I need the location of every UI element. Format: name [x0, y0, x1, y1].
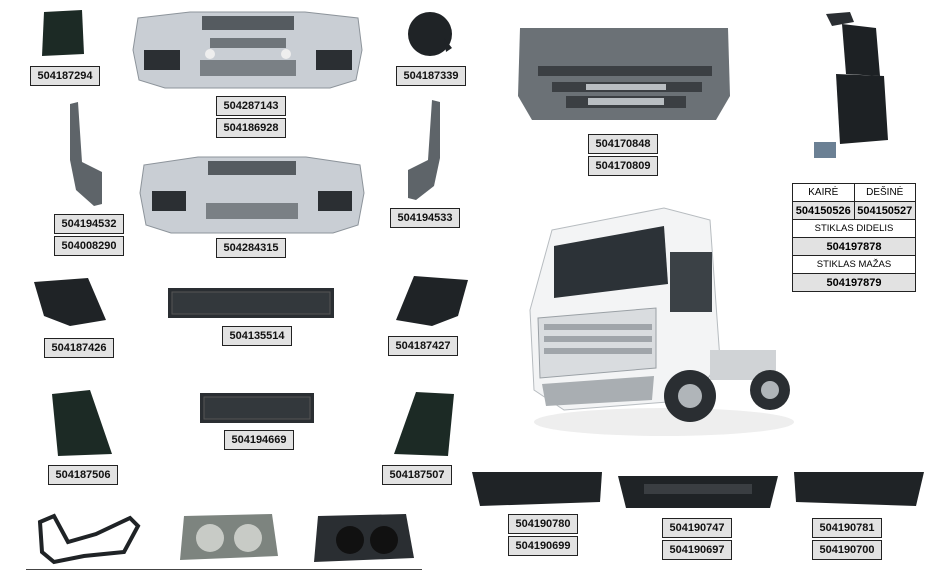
right-bumper-bracket-image: [404, 98, 444, 204]
right-trim-panel-image: [392, 390, 456, 458]
mirror-codes-row: 504150526 504150527: [792, 201, 916, 220]
small-mesh-strip-image: [200, 393, 314, 423]
left-mirror-code: 504150526: [792, 201, 855, 220]
glass-large-code-row: 504197878: [792, 237, 916, 256]
part-number-504190747: 504190747: [662, 518, 732, 538]
left-bumper-bracket-image: [66, 100, 106, 210]
part-number-504190781: 504190781: [812, 518, 882, 538]
part-number-504187427: 504187427: [388, 336, 458, 356]
center-lower-bumper-image: [614, 472, 782, 512]
left-lower-bumper-image: [470, 468, 604, 508]
mirror-parts-table: KAIRĖ DEŠINĖ 504150526 504150527 STIKLAS…: [792, 183, 916, 292]
fog-lamp-housing-grey-image: [176, 512, 280, 562]
right-mirror-code: 504150527: [853, 201, 916, 220]
part-number-504170809: 504170809: [588, 156, 658, 176]
part-number-504194532: 504194532: [54, 214, 124, 234]
part-number-504187506: 504187506: [48, 465, 118, 485]
right-corner-panel-image: [392, 274, 472, 328]
part-number-504190699: 504190699: [508, 536, 578, 556]
front-grille-image: [516, 26, 732, 122]
fog-lamp-housing-black-image: [310, 512, 416, 564]
part-number-504170848: 504170848: [588, 134, 658, 154]
part-number-504187426: 504187426: [44, 338, 114, 358]
left-side-header: KAIRĖ: [792, 183, 855, 202]
trim-panel-image: [40, 10, 86, 58]
glass-large-label: STIKLAS DIDELIS: [792, 219, 916, 238]
front-bumper-lower-image: [138, 155, 366, 237]
part-number-504008290: 504008290: [54, 236, 124, 256]
part-number-504190697: 504190697: [662, 540, 732, 560]
part-number-504287143: 504287143: [216, 96, 286, 116]
side-mirror-image: [806, 10, 890, 162]
glass-small-label: STIKLAS MAŽAS: [792, 255, 916, 274]
glass-small-code-row: 504197879: [792, 273, 916, 292]
left-trim-panel-image: [50, 388, 114, 458]
part-number-504187339: 504187339: [396, 66, 466, 86]
part-number-504135514: 504135514: [222, 326, 292, 346]
part-number-504187507: 504187507: [382, 465, 452, 485]
front-bumper-image: [130, 10, 365, 92]
bumper-mesh-strip-image: [168, 288, 334, 318]
footer-divider: [26, 569, 422, 570]
glass-large-code: 504197878: [792, 237, 916, 256]
part-number-504190780: 504190780: [508, 514, 578, 534]
right-side-header: DEŠINĖ: [853, 183, 916, 202]
part-number-504186928: 504186928: [216, 118, 286, 138]
part-number-504190700: 504190700: [812, 540, 882, 560]
part-number-504284315: 504284315: [216, 238, 286, 258]
right-lower-bumper-image: [792, 468, 926, 508]
part-number-504194533: 504194533: [390, 208, 460, 228]
truck-image: [524, 200, 794, 440]
left-corner-panel-image: [30, 276, 110, 328]
glass-small-label-row: STIKLAS MAŽAS: [792, 255, 916, 274]
glass-small-code: 504197879: [792, 273, 916, 292]
glass-large-label-row: STIKLAS DIDELIS: [792, 219, 916, 238]
part-number-504194669: 504194669: [224, 430, 294, 450]
part-number-504187294: 504187294: [30, 66, 100, 86]
mounting-bracket-image: [34, 512, 142, 566]
round-cap-image: [404, 8, 456, 60]
mirror-table-header-row: KAIRĖ DEŠINĖ: [792, 183, 916, 202]
